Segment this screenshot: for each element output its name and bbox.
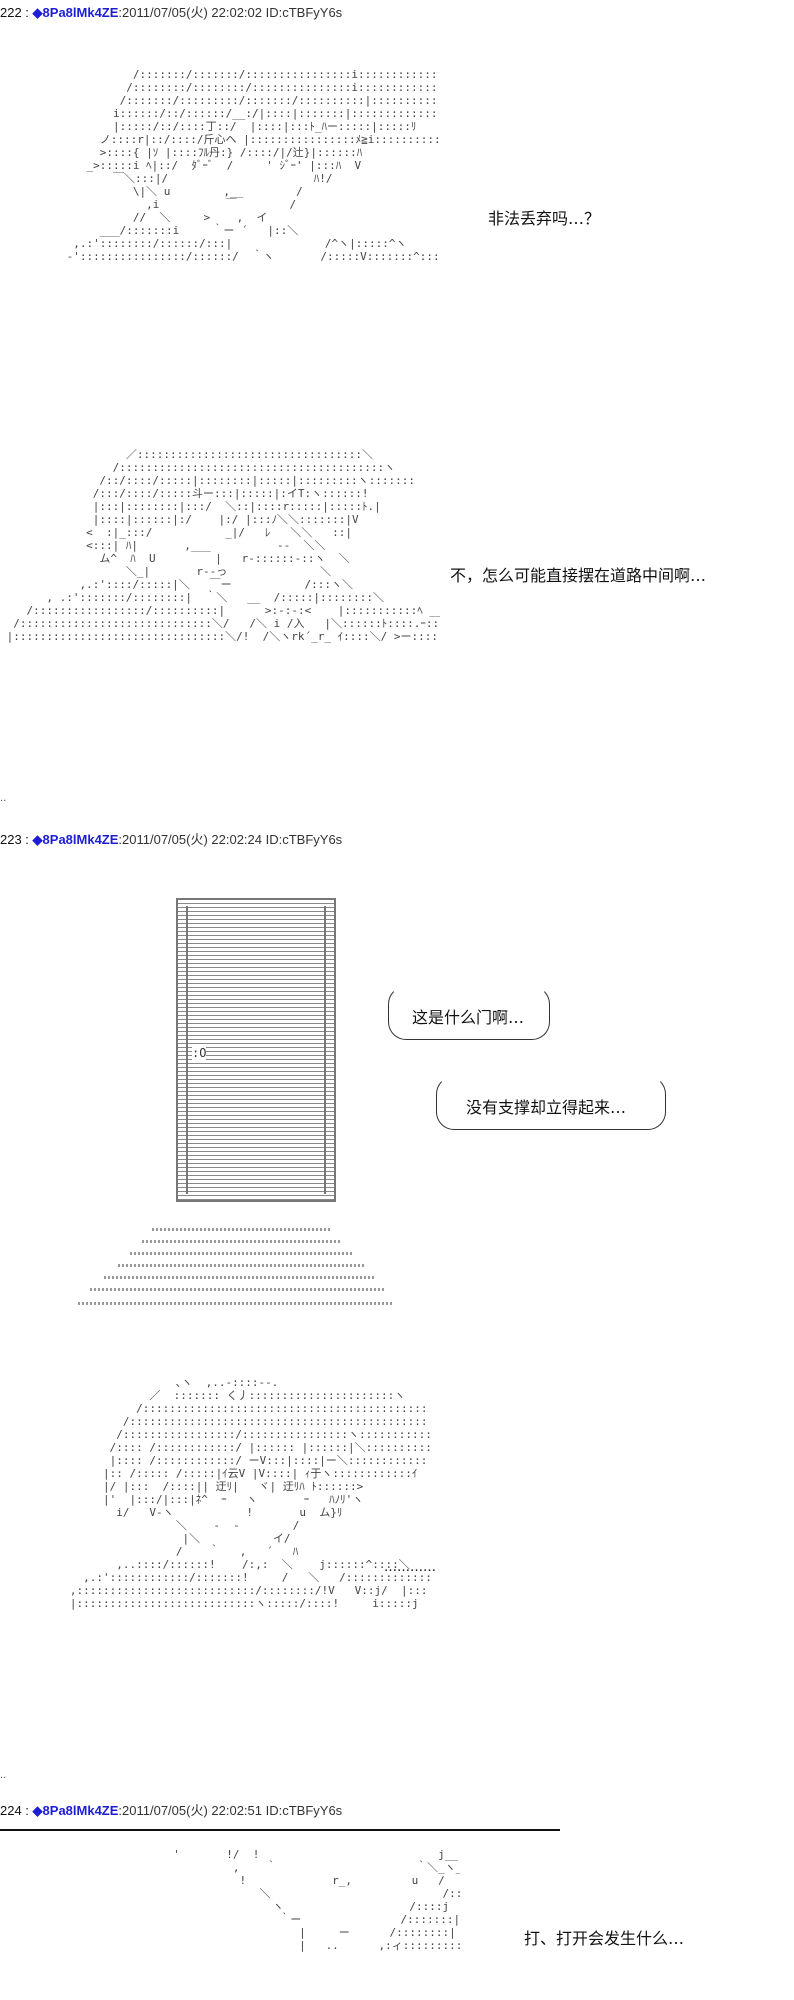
door-shadow-step	[118, 1264, 364, 1267]
post-header-223: 223 : ◆8Pa8lMk4ZE:2011/07/05(火) 22:02:24…	[0, 829, 342, 848]
dialogue-line: 不，怎么可能直接摆在道路中间啊…	[450, 566, 707, 585]
speech-bubble	[388, 986, 550, 1040]
poster-name[interactable]: ◆8Pa8lMk4ZE	[32, 1803, 119, 1818]
poster-name[interactable]: ◆8Pa8lMk4ZE	[32, 5, 119, 20]
door-shadow-step	[130, 1252, 352, 1255]
ascii-art-character-1: /:::::::/:::::::/::::::::::::::::i::::::…	[66, 68, 440, 263]
panel-divider	[0, 1829, 560, 1831]
ascii-art-character-3: ' !/ ! j__ヽ/＼!' , ｀ ｀＼_ヽ_ ∨ ! r_, u / ＼ …	[173, 1848, 460, 1952]
dialogue-line: 没有支撑却立得起来…	[466, 1098, 627, 1117]
dialogue-line: …………	[384, 1560, 436, 1575]
door-illustration: :O	[176, 898, 336, 1202]
post-header-222: 222 : ◆8Pa8lMk4ZE:2011/07/05(火) 22:02:02…	[0, 2, 342, 21]
door-shadow-step	[142, 1240, 342, 1243]
door-shadow-step	[78, 1302, 394, 1305]
ellipsis-marker: ..	[0, 793, 7, 804]
post-number: 222 :	[0, 5, 29, 20]
door-shadow-step	[90, 1288, 386, 1291]
post-datetime: :2011/07/05(火) 22:02:02 ID:cTBFyY6s	[118, 5, 343, 20]
post-datetime: :2011/07/05(火) 22:02:51 ID:cTBFyY6s	[118, 1803, 343, 1818]
post-header-224: 224 : ◆8Pa8lMk4ZE:2011/07/05(火) 22:02:51…	[0, 1800, 342, 1819]
post-datetime: :2011/07/05(火) 22:02:24 ID:cTBFyY6s	[118, 832, 343, 847]
ascii-art-character-1-face: ／::::::::::::::::::::::::::::::::::＼ /::…	[6, 448, 440, 643]
dialogue-line: 打、打开会发生什么…	[524, 1929, 685, 1948]
poster-name[interactable]: ◆8Pa8lMk4ZE	[32, 832, 119, 847]
door-shadow-step	[152, 1228, 332, 1231]
dialogue-line: 这是什么门啊…	[412, 1008, 525, 1027]
post-number: 223 :	[0, 832, 29, 847]
door-shadow-step	[104, 1276, 374, 1279]
dialogue-line: 非法丢弃吗…？	[488, 209, 601, 228]
door-knob: :O	[192, 1046, 207, 1060]
ellipsis-marker: ..	[0, 1770, 7, 1781]
ascii-art-character-2: ､ヽ ,..-::::‐-. ／ ::::::: く丿:::::::::::::…	[69, 1376, 430, 1610]
post-number: 224 :	[0, 1803, 29, 1818]
door-frame	[186, 906, 326, 1194]
speech-bubble	[436, 1076, 666, 1130]
